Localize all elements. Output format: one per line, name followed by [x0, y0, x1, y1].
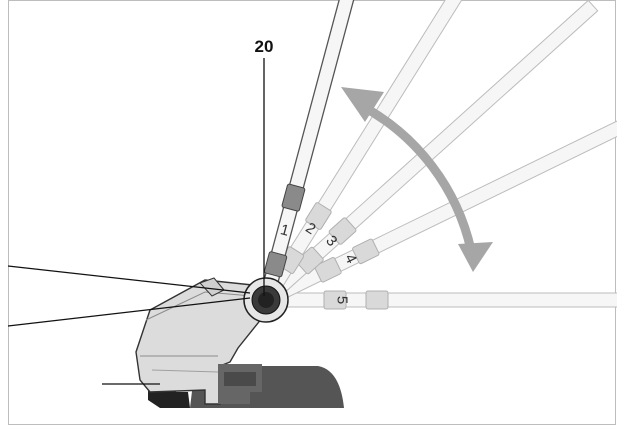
- trimmer-head: [135, 277, 344, 408]
- callout-label: 20: [255, 37, 274, 56]
- leader-lines: [7, 58, 265, 385]
- shaft-collar: [281, 183, 306, 212]
- shaft-positions: [261, 0, 617, 310]
- figure-frame: [8, 0, 616, 425]
- shaft-collar: [263, 251, 288, 278]
- double-arrow-icon: [341, 87, 493, 272]
- shaft-collar: [352, 238, 380, 265]
- shaft-collar: [323, 290, 347, 310]
- shaft-collar: [328, 217, 357, 245]
- shaft-collar: [295, 246, 324, 275]
- shaft-collar: [314, 257, 342, 283]
- shaft-collar: [365, 290, 389, 310]
- shaft-position-4: [271, 100, 617, 303]
- shaft-collar: [305, 202, 332, 230]
- pivot-knob-icon: [243, 277, 289, 323]
- shaft-position-5: [275, 290, 617, 310]
- leader-upper-left: [7, 265, 251, 294]
- leader-lower-left: [7, 297, 251, 327]
- position-label-5: 5: [334, 296, 351, 304]
